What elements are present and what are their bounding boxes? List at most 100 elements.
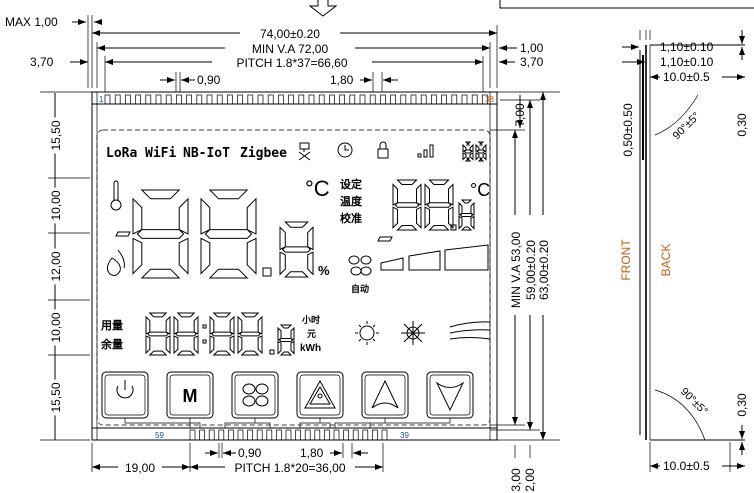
bottom-offset-dim-1: 3,00 bbox=[509, 468, 523, 492]
zigbee-label: Zigbee bbox=[240, 146, 287, 161]
set-label-2: 温度 bbox=[340, 194, 363, 208]
pin bbox=[380, 94, 386, 105]
power-button[interactable] bbox=[101, 371, 149, 419]
pin bbox=[298, 94, 305, 105]
top-pin-width-dim: 0,90 bbox=[197, 73, 221, 87]
wind-icon bbox=[449, 321, 491, 340]
pin bbox=[257, 94, 264, 105]
main-unit: °C bbox=[305, 176, 330, 201]
triangle-circuit-icon bbox=[304, 379, 336, 409]
pin bbox=[410, 94, 417, 105]
top-pin-pitch-dim: PITCH 1.8*37=66,60 bbox=[236, 56, 347, 70]
pin bbox=[390, 94, 396, 105]
right-dimensions: 7,00 MIN V.A 53,00 59,00±0.20 63,00±0.20… bbox=[490, 92, 560, 492]
pin bbox=[276, 429, 282, 441]
side-view: 1,10±0.10 1,10±0.10 10.0±0.5 10.0±0.5 0,… bbox=[619, 30, 749, 473]
bottom-pin-spacing-dim: 1,80 bbox=[300, 446, 324, 460]
pin bbox=[285, 429, 292, 441]
pin bbox=[189, 429, 196, 441]
pin bbox=[227, 94, 233, 105]
pin bbox=[318, 94, 325, 105]
fan-speed-bars bbox=[380, 244, 489, 271]
pin bbox=[228, 429, 234, 441]
left-dim-4: 10,00 bbox=[49, 312, 63, 342]
pin bbox=[186, 94, 192, 105]
seven-segment-digit bbox=[200, 189, 257, 279]
pin-thickness-bottom-dim: 0,30 bbox=[735, 393, 749, 417]
pin bbox=[431, 94, 437, 105]
sun-icon bbox=[355, 321, 379, 345]
top-dimensions: MAX 1,00 74,00±0.20 MIN V.A 72,00 1,00 P… bbox=[5, 15, 544, 92]
outline-height-dim: 63,00±0.20 bbox=[537, 240, 551, 300]
seven-segment-digit bbox=[475, 141, 487, 162]
pin bbox=[247, 94, 254, 105]
up-arrow-icon bbox=[371, 379, 399, 409]
mode-button[interactable]: M bbox=[166, 371, 214, 419]
seven-segment-digit bbox=[277, 324, 295, 356]
pin-dim-1: 1,10±0.10 bbox=[660, 40, 714, 54]
pin bbox=[165, 94, 172, 105]
front-label: FRONT bbox=[619, 239, 633, 281]
set-label-3: 校准 bbox=[340, 211, 362, 225]
up-button[interactable] bbox=[361, 371, 409, 419]
m-icon: M bbox=[183, 386, 198, 406]
pin bbox=[104, 94, 111, 105]
pin bbox=[247, 429, 253, 441]
down-button[interactable] bbox=[426, 371, 474, 419]
pin bbox=[145, 94, 152, 105]
pin-length-top-dim: 10.0±0.5 bbox=[663, 70, 710, 84]
bottom-offset-dim-2: 2,00 bbox=[523, 468, 537, 492]
usage-label: 用量 bbox=[101, 319, 123, 332]
left-pin-offset-dim: 3,70 bbox=[30, 55, 54, 69]
pin-thickness-top-dim: 0,30 bbox=[735, 113, 749, 137]
seven-segment-digit bbox=[392, 179, 422, 231]
pin bbox=[339, 94, 345, 105]
back-label: BACK bbox=[659, 244, 673, 277]
fan-button[interactable] bbox=[231, 371, 279, 419]
power-icon bbox=[116, 380, 134, 399]
top-pin-spacing-dim: 1,80 bbox=[330, 73, 354, 87]
seven-segment-digit bbox=[132, 189, 189, 279]
pin bbox=[155, 94, 162, 105]
pin bbox=[369, 94, 376, 105]
pin bbox=[218, 429, 225, 441]
seven-segment-digit bbox=[424, 179, 454, 231]
bottom-pin-row bbox=[189, 429, 388, 441]
glass-height-dim: 59,00±0.20 bbox=[524, 240, 538, 300]
valve-icon bbox=[298, 142, 311, 161]
pin bbox=[278, 94, 284, 105]
down-arrow-icon bbox=[435, 381, 465, 412]
set-minus-segment bbox=[377, 236, 393, 242]
pin bbox=[199, 429, 205, 441]
pin bbox=[267, 94, 274, 105]
pin bbox=[206, 94, 213, 105]
touch-buttons: M bbox=[101, 371, 474, 428]
unit-hours: 小时 bbox=[301, 314, 320, 326]
max-thickness-dim: MAX 1,00 bbox=[5, 15, 58, 29]
bottom-pin-width-dim: 0,90 bbox=[238, 446, 262, 460]
fan-icon bbox=[348, 255, 372, 276]
pin bbox=[216, 94, 223, 105]
pin bbox=[266, 429, 273, 441]
unit-yuan: 元 bbox=[307, 329, 316, 340]
view-area-height-dim: MIN V.A 53,00 bbox=[509, 232, 523, 309]
pin bbox=[400, 94, 407, 105]
eco-button[interactable] bbox=[296, 371, 344, 419]
bottom-pin-pitch-dim: PITCH 1.8*20=36,00 bbox=[234, 461, 345, 475]
pin bbox=[441, 94, 447, 105]
pin bbox=[237, 94, 243, 105]
pin bbox=[333, 429, 340, 441]
fan-icon bbox=[242, 383, 269, 407]
seven-segment-digit bbox=[173, 312, 199, 356]
pin bbox=[237, 429, 244, 441]
balance-label: 余量 bbox=[100, 337, 123, 351]
title-block bbox=[499, 0, 754, 9]
pin bbox=[451, 94, 458, 105]
fan-auto-label: 自动 bbox=[351, 283, 369, 295]
lcd-panel: 1 38 59 39 bbox=[40, 91, 560, 441]
pin bbox=[352, 429, 359, 441]
left-dim-1: 15,50 bbox=[49, 120, 63, 150]
set-label-1: 设定 bbox=[340, 177, 362, 191]
set-unit: °C bbox=[470, 180, 490, 200]
